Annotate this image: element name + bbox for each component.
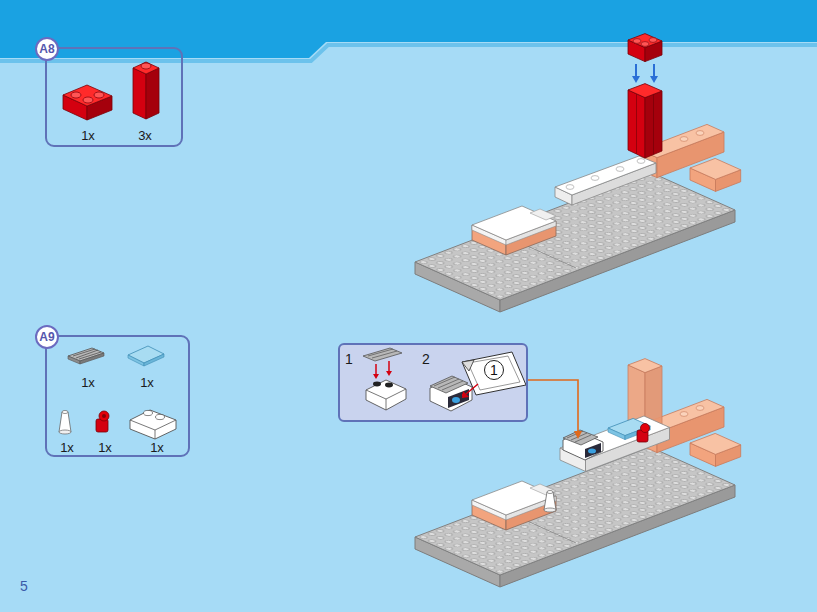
step-badge: A8 — [35, 37, 59, 61]
part-count: 1x — [81, 128, 95, 143]
part-count: 1x — [81, 375, 95, 390]
substep-number: 2 — [422, 351, 430, 367]
sticker-callout: 1 — [484, 360, 504, 380]
callout-number: 1 — [490, 362, 498, 378]
parts-panel: 1x3xA8 — [45, 47, 183, 147]
substep-number: 1 — [345, 351, 353, 367]
parts-panel: 1x1x1x1x1xA9 — [45, 335, 190, 457]
substep-box: 1 2 1 — [338, 343, 528, 422]
step-number: A8 — [39, 43, 54, 56]
part-count: 1x — [98, 440, 112, 455]
page-number: 5 — [20, 578, 28, 594]
part-count: 1x — [150, 440, 164, 455]
step-badge: A9 — [35, 325, 59, 349]
step-number: A9 — [39, 331, 54, 344]
part-count: 3x — [138, 128, 152, 143]
part-count: 1x — [60, 440, 74, 455]
part-count: 1x — [140, 375, 154, 390]
